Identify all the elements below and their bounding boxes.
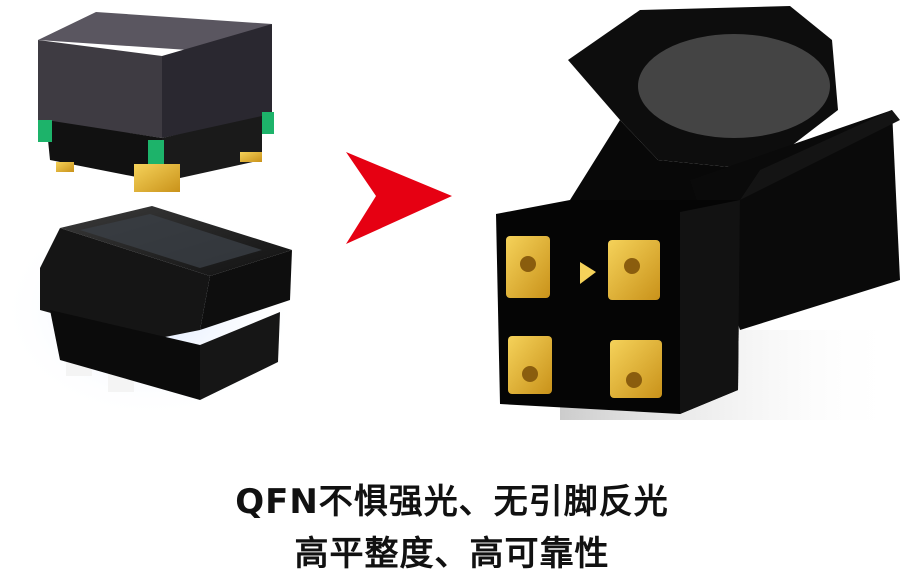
qfn-package [496, 6, 900, 420]
old-led-package [38, 12, 274, 192]
caption-line-1: QFN不惧强光、无引脚反光 [235, 482, 669, 522]
caption-line-2: 高平整度、高可靠性 [294, 534, 610, 574]
product-illustration [0, 6, 900, 420]
gold-pads [506, 236, 662, 398]
arrow-right-icon [346, 152, 452, 244]
old-led-package-lit [0, 200, 300, 420]
